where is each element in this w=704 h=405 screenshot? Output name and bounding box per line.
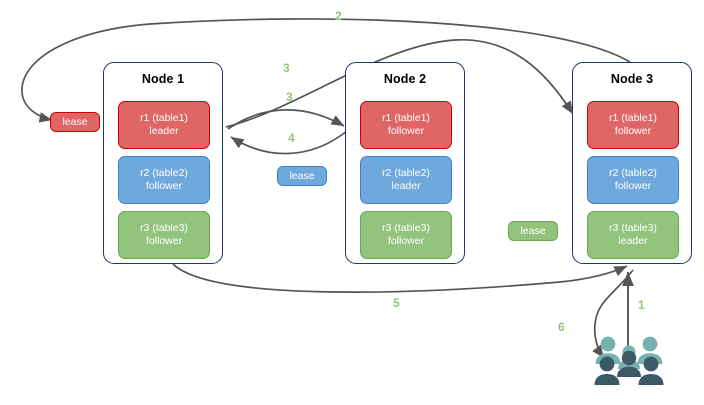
node2-replica-r2[interactable]: r2 (table2) leader	[360, 156, 452, 204]
lease-chip-red[interactable]: lease	[50, 112, 100, 132]
edge-label-6: 6	[558, 320, 565, 334]
node3-replica-r1-role: follower	[614, 125, 652, 137]
node2-title: Node 2	[383, 72, 427, 86]
node2-replica-r2-name: r2 (table2)	[382, 167, 430, 179]
node2-replica-r1-role: follower	[387, 125, 425, 137]
lease-chip-blue[interactable]: lease	[277, 166, 327, 186]
edge-label-4: 4	[288, 131, 295, 145]
edge-5-node1-to-node3	[172, 263, 628, 293]
users-group-icon	[594, 336, 664, 385]
node3-replica-r2-role: follower	[614, 180, 652, 192]
edge-label-5: 5	[393, 296, 400, 310]
node1-replica-r3-name: r3 (table3)	[140, 222, 188, 234]
node1-replica-r1-name: r1 (table1)	[140, 112, 188, 124]
edge-label-2: 2	[335, 9, 342, 23]
node1-replica-r2[interactable]: r2 (table2) follower	[118, 156, 210, 204]
node1-replica-r1[interactable]: r1 (table1) leader	[118, 101, 210, 149]
node2-replica-r1-name: r1 (table1)	[382, 112, 430, 124]
node3-replica-r1[interactable]: r1 (table1) follower	[587, 101, 679, 149]
node1-replica-r3[interactable]: r3 (table3) follower	[118, 211, 210, 259]
node2-replica-r2-role: leader	[391, 180, 421, 192]
node3-replica-r3-role: leader	[618, 235, 648, 247]
node3-replica-r2[interactable]: r2 (table2) follower	[587, 156, 679, 204]
node3-replica-r1-name: r1 (table1)	[609, 112, 657, 124]
node3-replica-r3[interactable]: r3 (table3) leader	[587, 211, 679, 259]
node-box-node1[interactable]: Node 1 r1 (table1) leader r2 (table2) fo…	[103, 62, 223, 264]
node2-replica-r3-role: follower	[387, 235, 425, 247]
node1-replica-r1-role: leader	[149, 125, 179, 137]
node-box-node3[interactable]: Node 3 r1 (table1) follower r2 (table2) …	[572, 62, 692, 264]
lease-chip-green[interactable]: lease	[508, 221, 558, 241]
edge-label-3a: 3	[283, 61, 290, 75]
node3-replica-r3-name: r3 (table3)	[609, 222, 657, 234]
node2-replica-r1[interactable]: r1 (table1) follower	[360, 101, 452, 149]
node3-replica-r2-name: r2 (table2)	[609, 167, 657, 179]
node1-title: Node 1	[141, 72, 185, 86]
edge-label-1: 1	[638, 298, 645, 312]
node3-title: Node 3	[610, 72, 654, 86]
edge-label-3b: 3	[286, 90, 293, 104]
node1-replica-r3-role: follower	[145, 235, 183, 247]
node1-replica-r2-name: r2 (table2)	[140, 167, 188, 179]
node2-replica-r3[interactable]: r3 (table3) follower	[360, 211, 452, 259]
edge-3-node1-to-node2	[227, 109, 345, 130]
node-box-node2[interactable]: Node 2 r1 (table1) follower r2 (table2) …	[345, 62, 465, 264]
node1-replica-r2-role: follower	[145, 180, 183, 192]
node2-replica-r3-name: r3 (table3)	[382, 222, 430, 234]
